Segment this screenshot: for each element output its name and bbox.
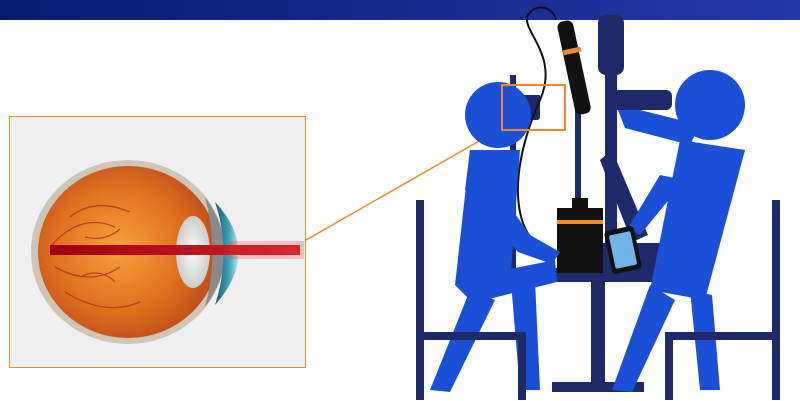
- retinal-vessels: [49, 204, 141, 309]
- eye-highlight-box: [501, 84, 566, 131]
- eye-inset-frame: [9, 116, 306, 368]
- zoom-connector: [305, 127, 503, 241]
- battery-box-icon: [557, 198, 603, 273]
- examiner-figure: [612, 70, 780, 400]
- patient-figure: [416, 82, 560, 400]
- laser-beam: [50, 245, 300, 255]
- header-fill: [0, 0, 800, 20]
- tablet-icon: [604, 226, 642, 274]
- eye-anatomy-icon: [31, 160, 304, 344]
- probe-icon: [516, 6, 591, 251]
- laser-glow: [230, 241, 304, 259]
